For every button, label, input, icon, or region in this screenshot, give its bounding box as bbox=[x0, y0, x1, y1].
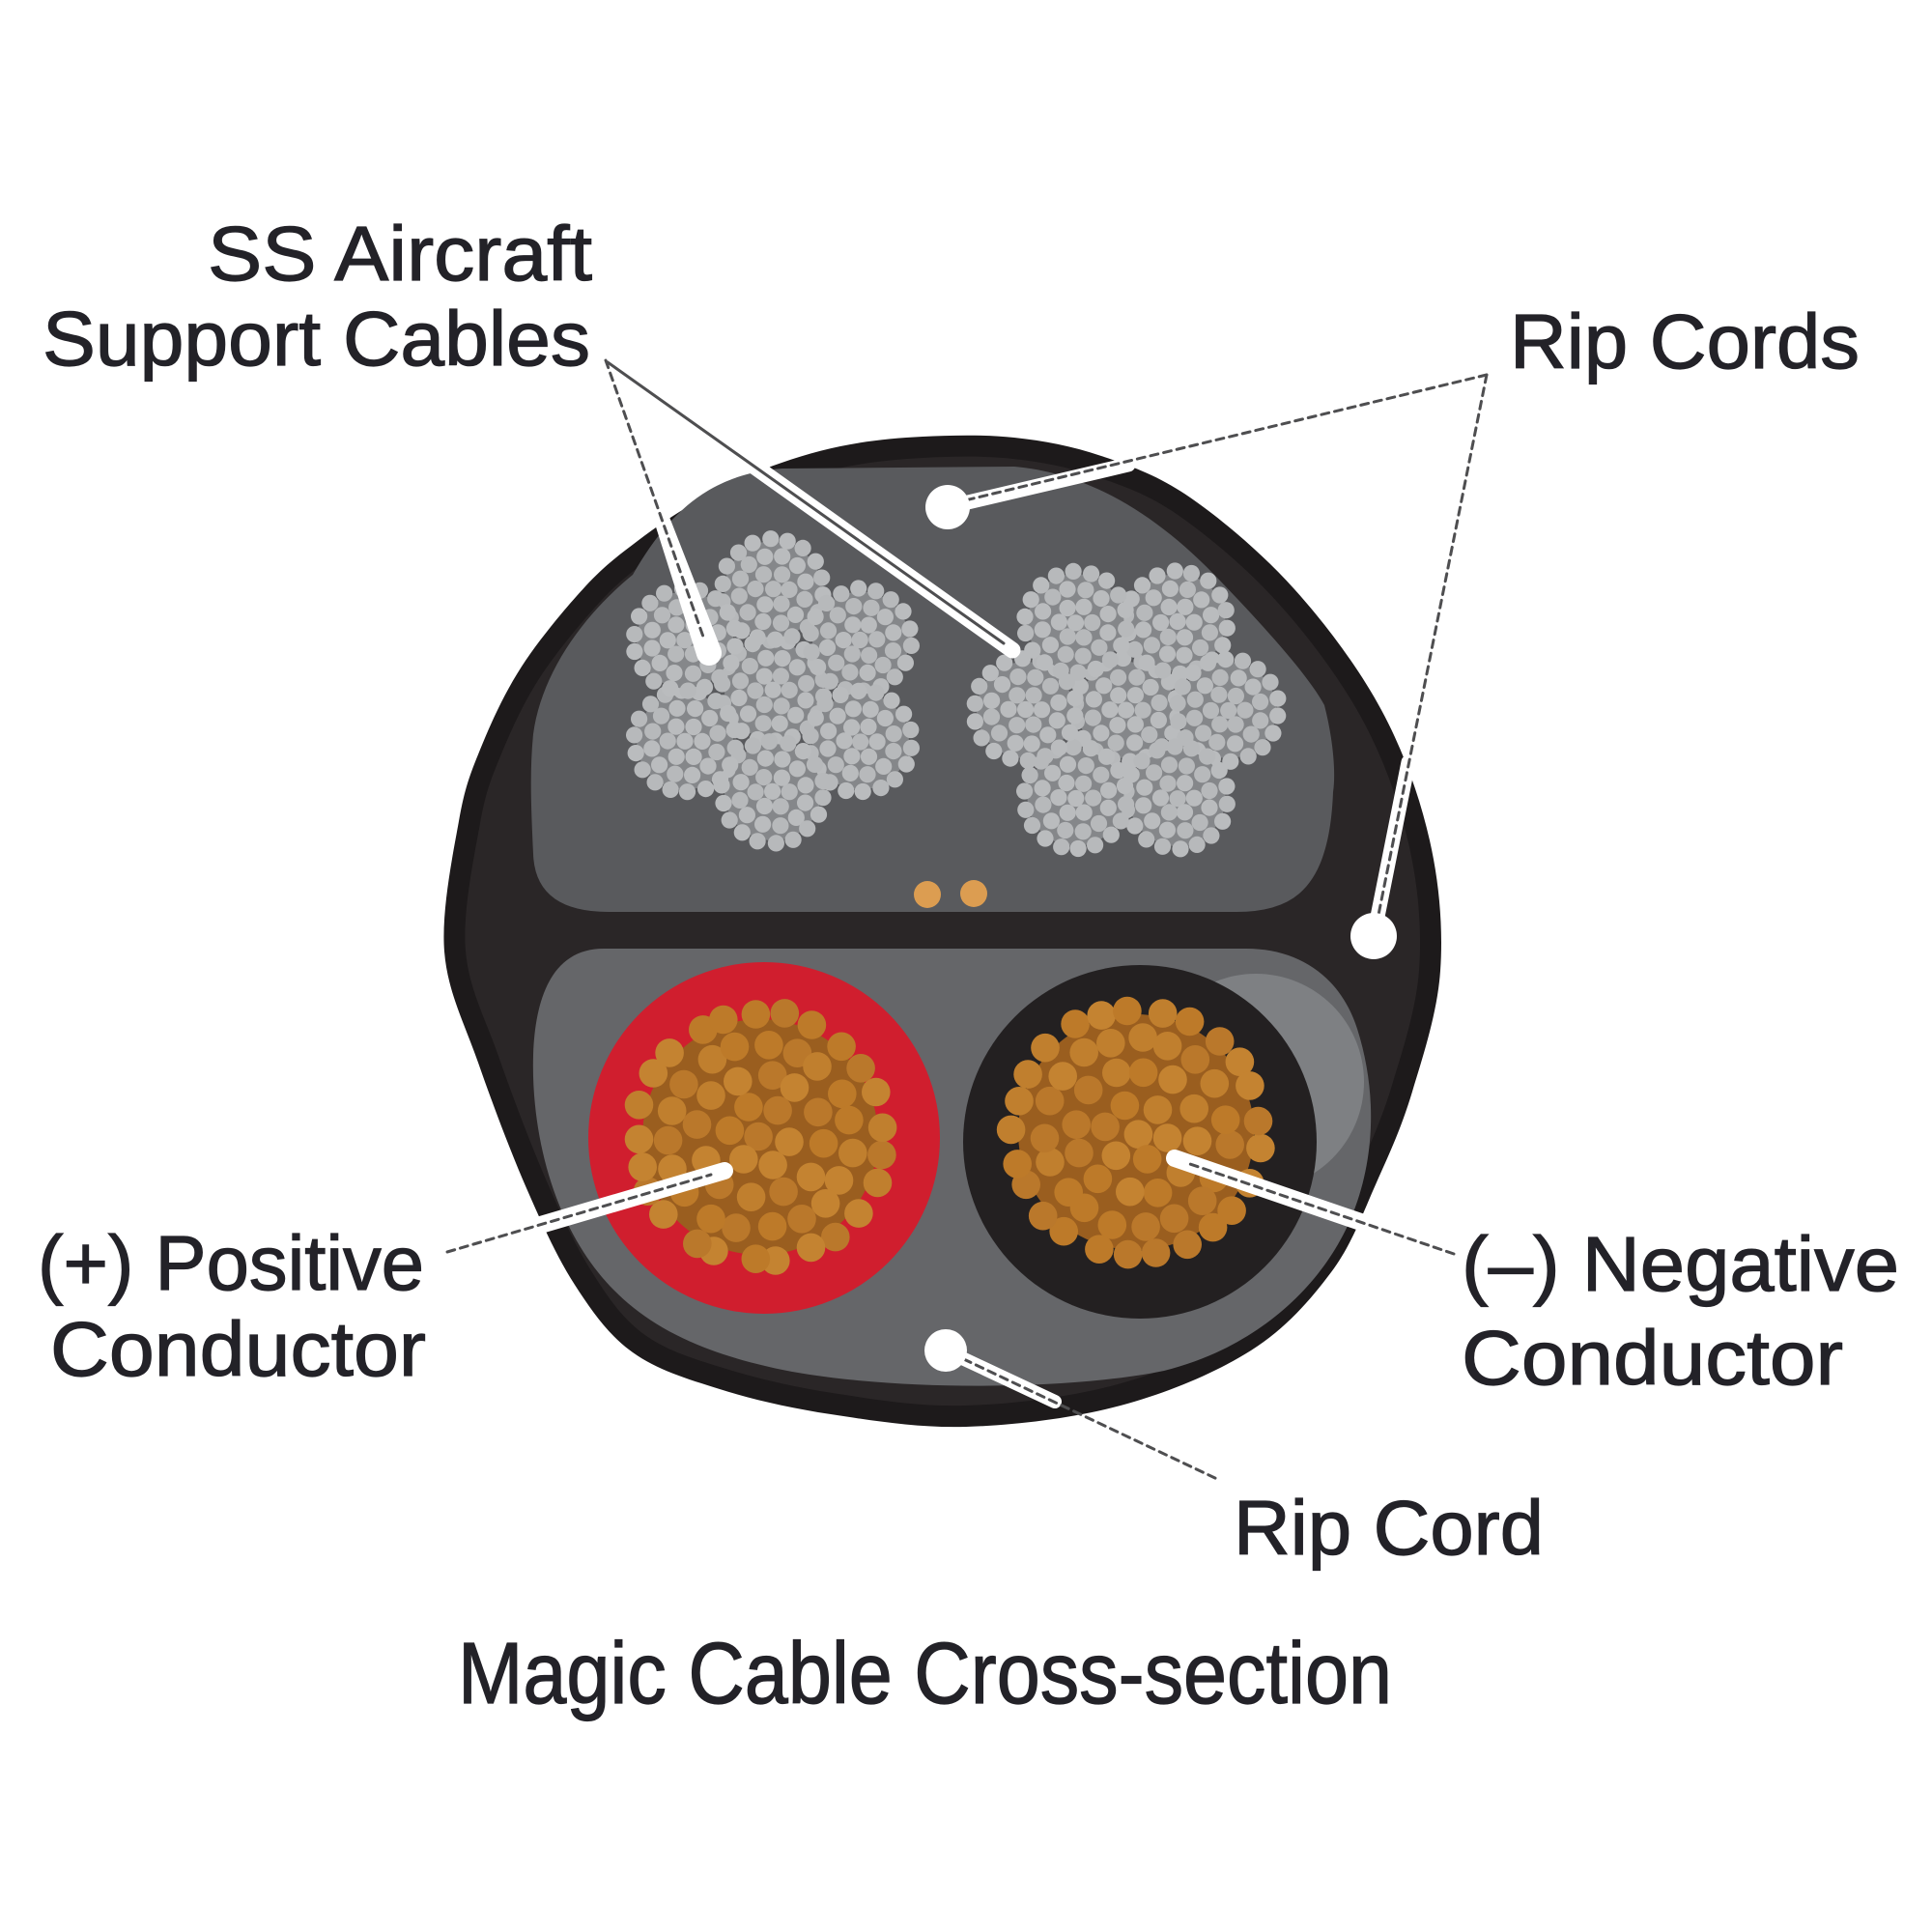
svg-text:Conductor: Conductor bbox=[50, 1306, 426, 1392]
svg-text:(–) Negative: (–) Negative bbox=[1462, 1221, 1899, 1307]
svg-text:Rip Cord: Rip Cord bbox=[1234, 1485, 1544, 1571]
svg-text:(+) Positive: (+) Positive bbox=[38, 1220, 424, 1306]
svg-text:Magic Cable Cross-section: Magic Cable Cross-section bbox=[458, 1626, 1392, 1722]
svg-text:Support Cables: Support Cables bbox=[43, 296, 590, 382]
svg-text:Conductor: Conductor bbox=[1462, 1315, 1843, 1401]
svg-text:SS Aircraft: SS Aircraft bbox=[208, 211, 592, 297]
svg-text:Rip Cords: Rip Cords bbox=[1510, 298, 1860, 384]
